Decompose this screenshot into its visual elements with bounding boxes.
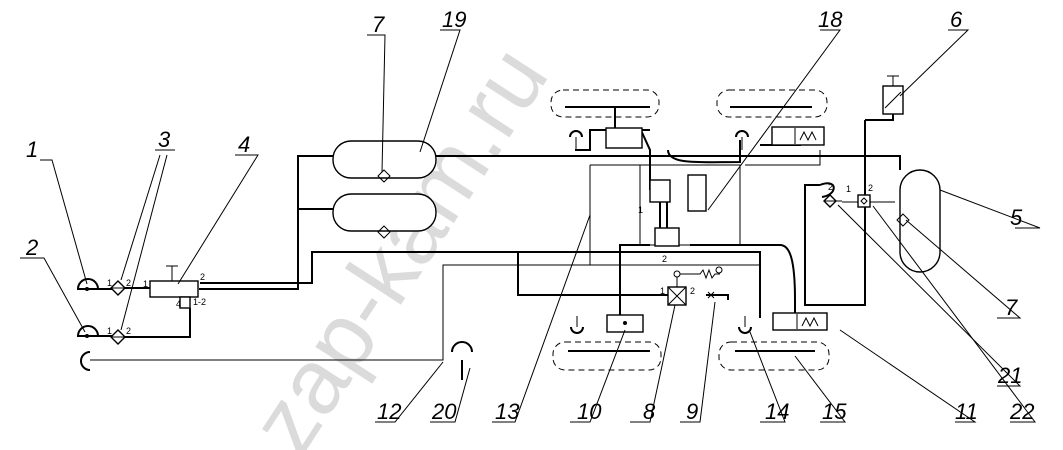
label-18: 18	[818, 7, 843, 32]
label-19: 19	[442, 7, 466, 32]
coupling-head-1	[76, 278, 112, 291]
svg-text:1: 1	[107, 326, 112, 336]
svg-text:1-2: 1-2	[193, 297, 206, 307]
svg-text:2: 2	[868, 183, 873, 193]
wheel-front-left	[550, 89, 660, 118]
sensor-symbols	[569, 130, 752, 334]
line-filter-3a: 1 2	[107, 278, 150, 296]
svg-text:1: 1	[107, 278, 112, 288]
label-20: 20	[431, 399, 457, 424]
svg-text:2: 2	[690, 286, 695, 296]
spring-brake-chamber-fr	[771, 126, 825, 146]
label-21: 21	[997, 363, 1022, 388]
spring-brake-chamber-11	[772, 312, 828, 331]
label-9: 9	[686, 399, 698, 424]
leader-lines	[20, 29, 1041, 423]
label-2: 2	[25, 235, 38, 260]
svg-text:2: 2	[200, 272, 205, 282]
relay-valve-8: 1 2	[660, 266, 723, 306]
label-5: 5	[1010, 205, 1023, 230]
abs-modulator-18: 1 2	[638, 174, 707, 264]
wheel-rear-left	[552, 341, 662, 371]
coupling-head-2	[76, 325, 112, 338]
svg-text:1: 1	[143, 279, 148, 289]
coupler-20	[451, 341, 473, 380]
svg-text:2: 2	[828, 182, 833, 192]
label-15: 15	[822, 399, 847, 424]
label-6: 6	[950, 7, 963, 32]
air-tank-5	[896, 169, 941, 273]
svg-text:2: 2	[662, 254, 667, 264]
brake-chamber-fl	[605, 127, 643, 149]
check-valve-21: 1 2	[846, 183, 873, 208]
label-10: 10	[577, 399, 602, 424]
svg-text:4: 4	[176, 299, 181, 309]
pressure-valve-6	[865, 75, 904, 121]
coupling-head-left	[80, 351, 91, 371]
watermark: zap-kam.ru	[231, 29, 567, 450]
wheel-rear-right-15	[718, 341, 830, 371]
line-filter-3b: 1 2	[107, 308, 191, 345]
label-11: 11	[955, 399, 978, 424]
label-22: 22	[1009, 399, 1034, 424]
svg-text:2: 2	[126, 278, 131, 288]
svg-text:1: 1	[660, 286, 665, 296]
control-valve-4: 1 2 4 1-2	[143, 265, 206, 309]
air-tank-19	[332, 140, 437, 239]
cross-fitting-9	[707, 291, 715, 299]
drain-valve-22: 2	[823, 182, 842, 208]
svg-text:1: 1	[638, 205, 643, 215]
label-1: 1	[26, 137, 38, 162]
wheel-front-right	[716, 89, 828, 118]
label-8: 8	[643, 399, 656, 424]
brake-chamber-10	[606, 314, 644, 333]
label-12: 12	[377, 399, 401, 424]
label-3: 3	[158, 127, 171, 152]
label-14: 14	[765, 399, 789, 424]
label-7-top: 7	[372, 12, 385, 37]
label-13: 13	[495, 399, 520, 424]
svg-text:1: 1	[846, 184, 851, 194]
position-numbers: 1 2 3 4 5 6 7 7 8 9 10 11 12 13 14 15 18…	[25, 7, 1034, 424]
svg-text:2: 2	[126, 326, 131, 336]
label-7-right: 7	[1005, 295, 1018, 320]
label-4: 4	[238, 132, 250, 157]
